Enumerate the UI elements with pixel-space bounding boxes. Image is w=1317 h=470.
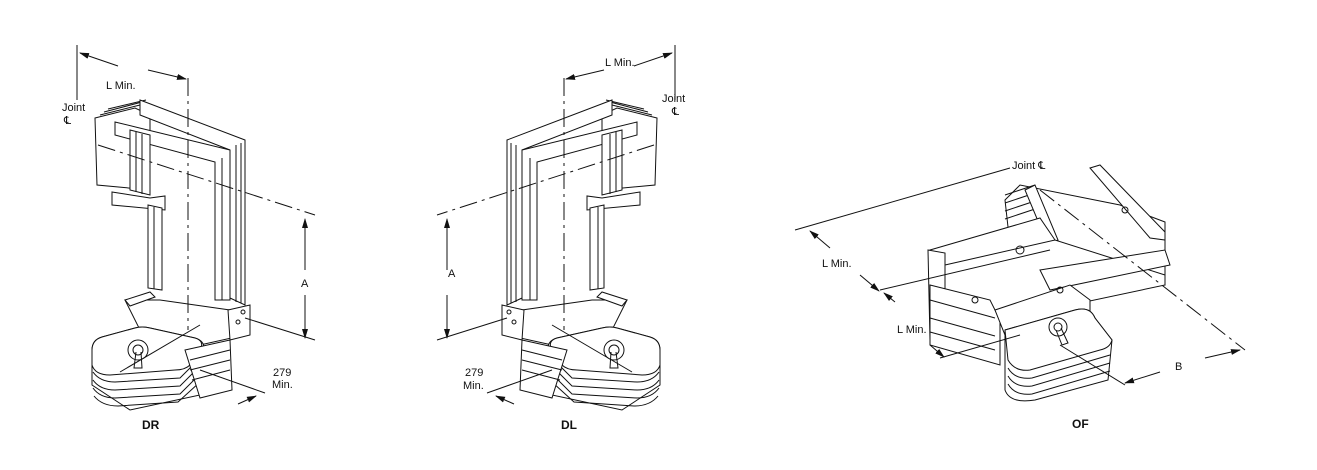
- figure-dr-drawing: [77, 45, 315, 410]
- dr-l-min-label: L Min.: [106, 80, 136, 92]
- dl-caption: DL: [561, 418, 577, 432]
- dr-caption: DR: [142, 418, 160, 432]
- of-l-min-label-1: L Min.: [822, 258, 852, 270]
- of-joint-cl-label: Joint ℄: [1012, 160, 1045, 172]
- dr-279-label: 279: [273, 367, 291, 379]
- dl-joint-label: Joint: [662, 93, 685, 105]
- dr-centerline-symbol: ℄: [63, 115, 71, 127]
- dl-min-label: Min.: [463, 380, 484, 392]
- dl-centerline-symbol: ℄: [671, 106, 679, 118]
- dr-min-label: Min.: [272, 379, 293, 391]
- of-l-min-label-2: L Min.: [897, 324, 927, 336]
- of-dim-b-label: B: [1175, 361, 1182, 373]
- dl-dim-a-label: A: [448, 268, 456, 280]
- of-caption: OF: [1072, 417, 1089, 431]
- dl-l-min-label: L Min.: [605, 57, 635, 69]
- dr-dim-a-label: A: [301, 278, 309, 290]
- figure-of-drawing: [794, 164, 1246, 402]
- dl-279-label: 279: [465, 367, 483, 379]
- dr-joint-label: Joint: [62, 102, 85, 114]
- figure-dl-drawing: [437, 45, 675, 410]
